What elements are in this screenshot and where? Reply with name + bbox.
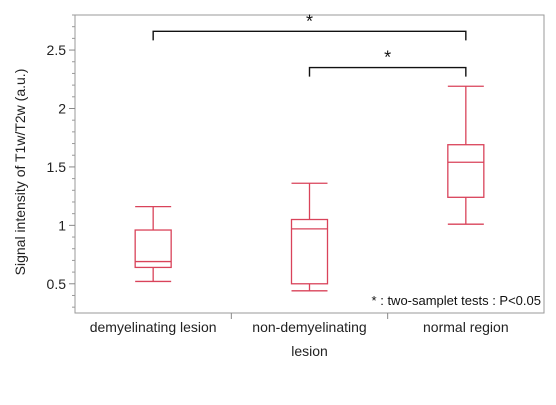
x-axis-ticks (230, 313, 389, 319)
box-0 (134, 206, 172, 283)
box-1 (290, 182, 329, 292)
y-tick-label: 2 (58, 100, 66, 116)
plot-frame (74, 14, 545, 314)
box-2 (447, 85, 485, 225)
x-category-label: normal region (423, 319, 509, 335)
significance-brackets: ** (152, 11, 467, 77)
category-labels: demyelinating lesion non-demyelinating les… (90, 319, 509, 359)
boxes-group (134, 85, 485, 292)
bracket-0: * (152, 11, 467, 41)
y-tick-label: 0.5 (47, 276, 67, 292)
x-category-label: lesion (291, 343, 328, 359)
y-tick-label: 1.5 (47, 159, 67, 175)
x-category-label: demyelinating lesion (90, 319, 217, 335)
iqr-box (290, 218, 329, 285)
y-tick-label: 1 (58, 217, 66, 233)
y-axis-label: Signal intensity of T1w/T2w (a.u.) (12, 69, 28, 276)
y-tick-label: 2.5 (47, 42, 67, 58)
iqr-box (447, 144, 485, 198)
bracket-1: * (308, 48, 467, 77)
significance-note: * : two-samplet tests : P<0.05 (372, 293, 541, 308)
x-category-label: non-demyelinating (252, 319, 366, 335)
significance-star: * (306, 11, 313, 31)
significance-star: * (384, 48, 391, 68)
y-axis-ticks: 0.5 1 1.5 2 2.5 (47, 14, 75, 308)
bracket-line (308, 66, 467, 77)
bracket-line (152, 30, 467, 41)
